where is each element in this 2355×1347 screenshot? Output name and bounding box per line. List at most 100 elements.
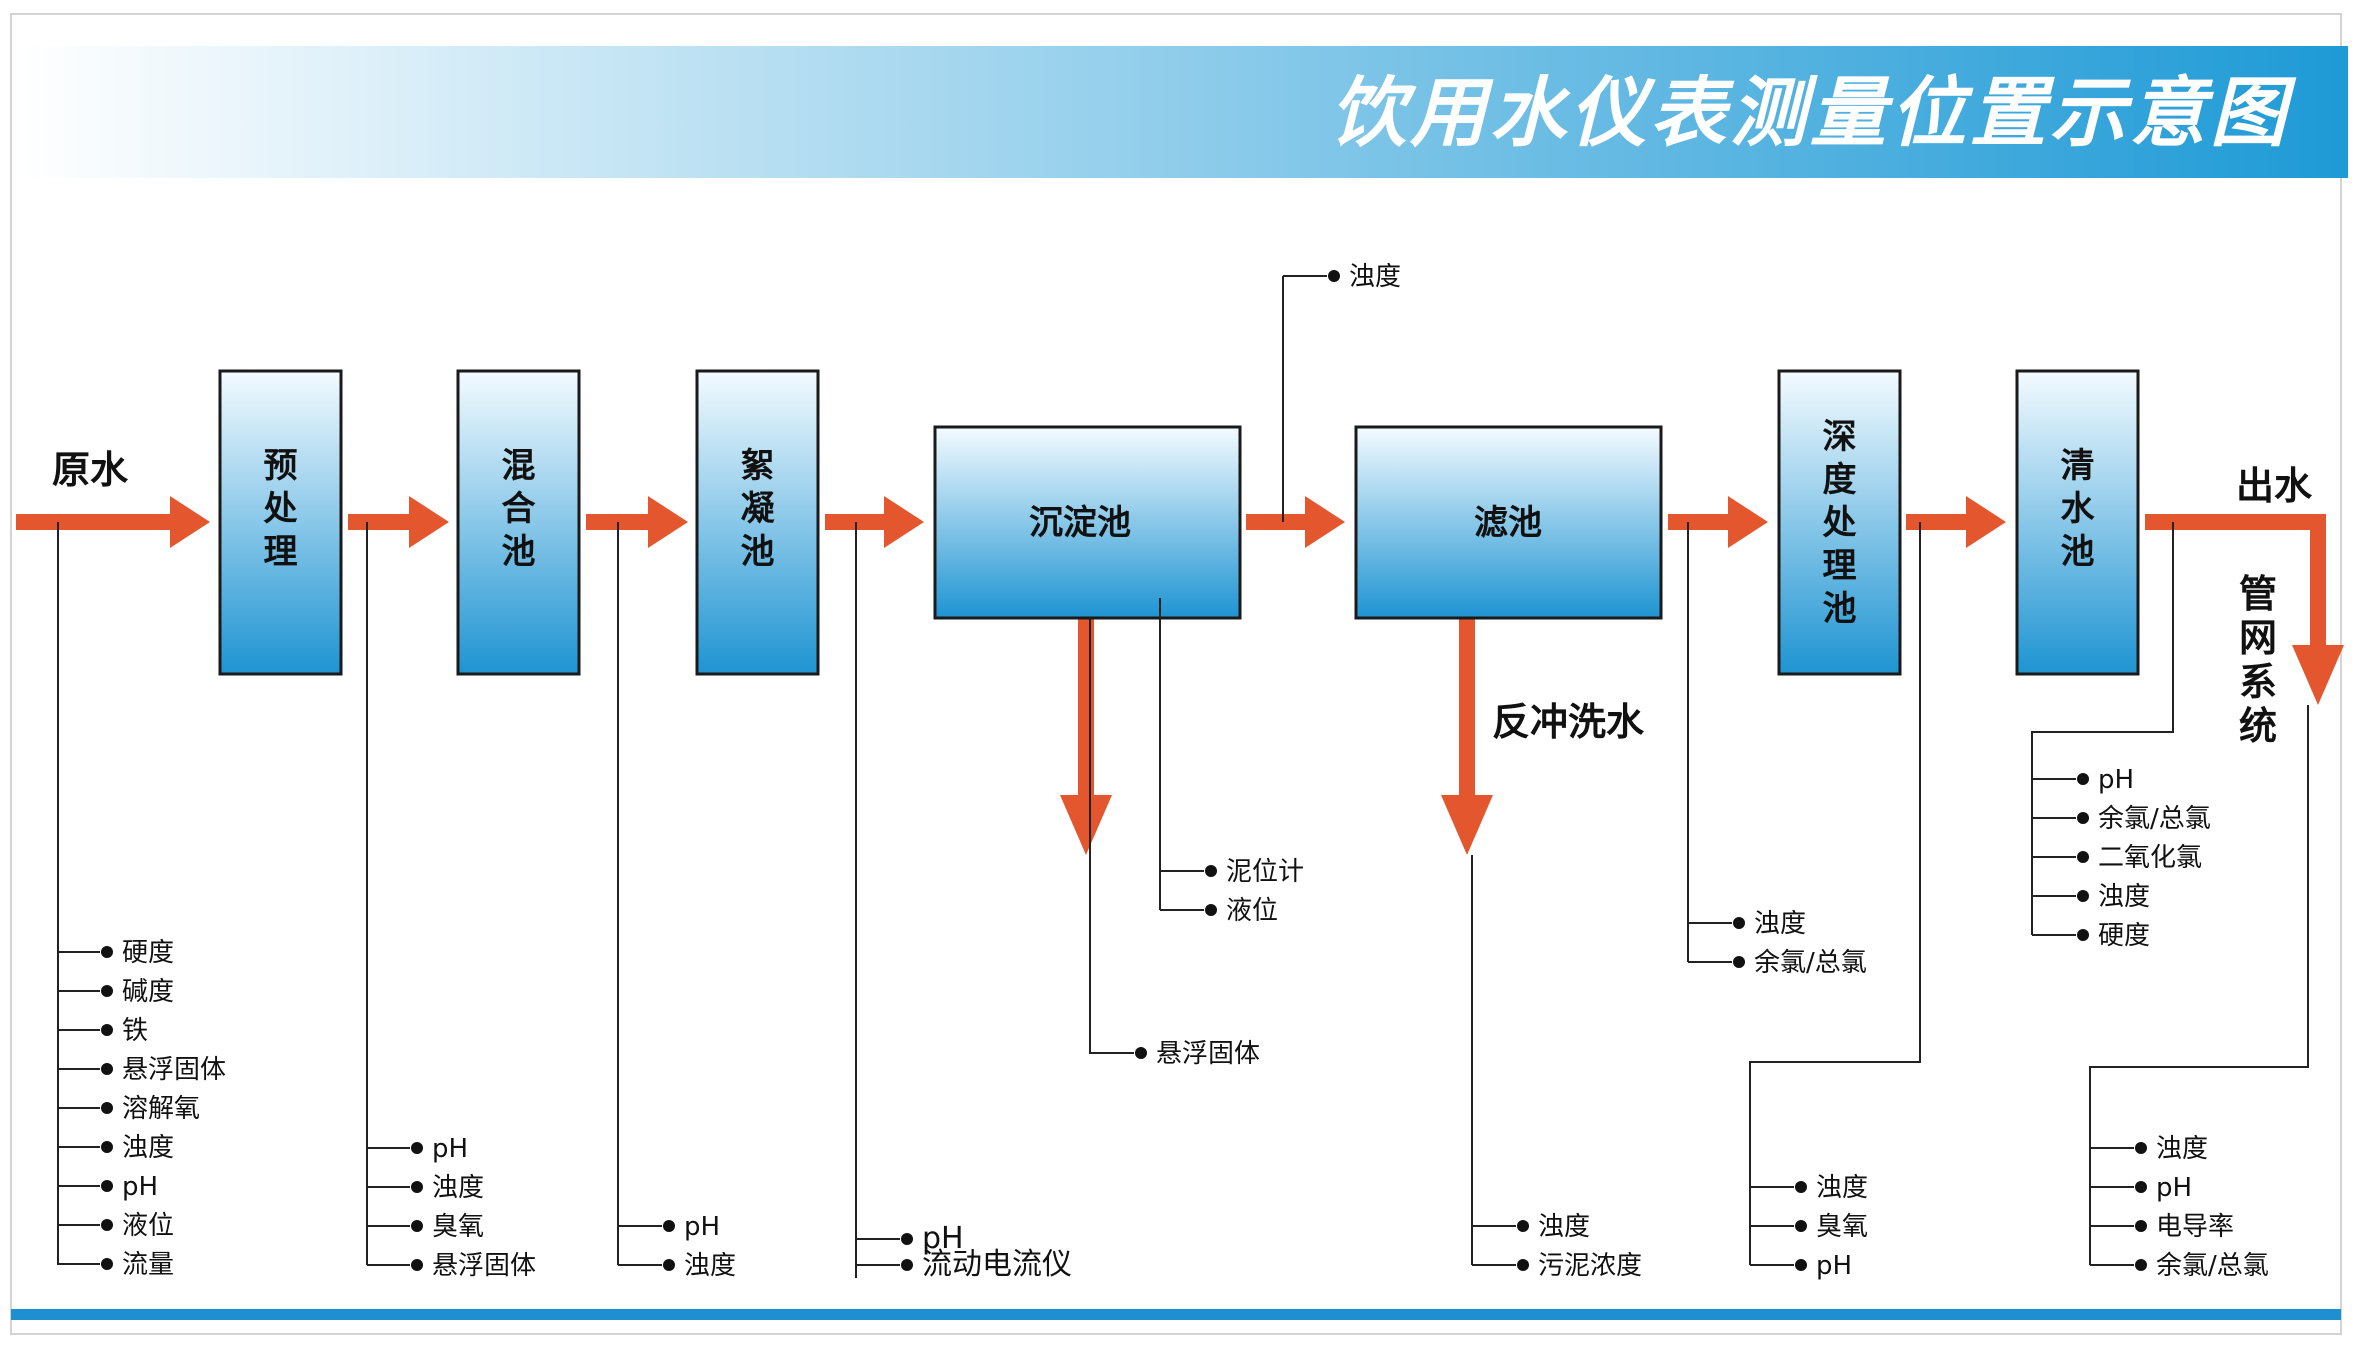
instrument-label: 溶解氧 (122, 1094, 200, 1124)
unit-box-filter[interactable] (1354, 425, 1663, 620)
unit-box-flocculation[interactable] (695, 369, 820, 676)
flow-segment-outlet (2145, 514, 2326, 650)
bullet-dot (2077, 812, 2089, 824)
bullet-dot (2135, 1142, 2147, 1154)
instrument-label: 流量 (122, 1250, 174, 1280)
instrument-label: 浊度 (2098, 882, 2150, 912)
instrument-label: pH (1816, 1251, 1852, 1281)
unit-label-sedimentation: 沉淀池 (1029, 503, 1131, 543)
main-flow (16, 496, 2344, 855)
instrument-label: 悬浮固体 (1156, 1039, 1260, 1069)
instrument-label: 余氯/总氯 (1754, 948, 1867, 978)
flow-arrowhead (1966, 496, 2006, 548)
instrument-label: pH (922, 1221, 964, 1256)
header-band (18, 46, 2348, 178)
bullet-dot (1328, 270, 1340, 282)
bullet-dot (101, 1219, 113, 1231)
unit-label-advanced: 深度处理池 (1822, 417, 1857, 629)
instrument-label: 浊度 (1349, 262, 1401, 292)
unit-box-sedimentation[interactable] (933, 425, 1242, 620)
outlet-water-label: 出水 (2236, 464, 2313, 508)
bullet-dot (1517, 1220, 1529, 1232)
bullet-dot (1205, 865, 1217, 877)
flow-arrowhead (648, 496, 688, 548)
bullet-dot (411, 1220, 423, 1232)
unit-label-pretreatment: 预处理 (263, 446, 298, 572)
instrument-label: 臭氧 (1816, 1212, 1868, 1242)
flow-arrowhead (884, 496, 924, 548)
bottom-bar (11, 1309, 2341, 1320)
bullet-dot (663, 1259, 675, 1271)
flow-arrowhead (170, 496, 210, 548)
flow-arrowhead (2292, 645, 2344, 705)
bullet-dot (411, 1181, 423, 1193)
unit-label-mixing: 混合池 (502, 446, 536, 572)
instrument-label: 余氯/总氯 (2156, 1251, 2269, 1281)
bullet-dot (101, 985, 113, 997)
connector-line (2089, 705, 2309, 1265)
flow-arrowhead (1305, 496, 1345, 548)
instrument-label: pH (2098, 765, 2134, 795)
connector-line (2031, 522, 2174, 935)
flow-arrowhead (1728, 496, 1768, 548)
pipe-network-label: 管网系统 (2239, 572, 2277, 748)
instrument-label: 泥位计 (1226, 857, 1304, 887)
bullet-dot (411, 1259, 423, 1271)
bullet-dot (1517, 1259, 1529, 1271)
instrument-label: 铁 (122, 1016, 148, 1046)
bullet-dot (101, 1141, 113, 1153)
instrument-label: 浊度 (2156, 1134, 2208, 1164)
raw-water-label: 原水 (52, 448, 129, 492)
instrument-label: 液位 (1226, 896, 1278, 926)
backwash-label: 反冲洗水 (1492, 700, 1645, 744)
bullet-dot (2077, 773, 2089, 785)
unit-label-filter: 滤池 (1474, 503, 1542, 543)
unit-label-clearwell: 清水池 (2061, 446, 2096, 572)
instrument-group-sedi-sludge: 悬浮固体 (1089, 618, 1260, 1069)
bullet-dot (1795, 1181, 1807, 1193)
instrument-label: 二氧化氯 (2098, 843, 2202, 873)
unit-box-clearwell[interactable] (2015, 369, 2140, 676)
bullet-dot (101, 946, 113, 958)
instrument-groups: 硬度碱度铁悬浮固体溶解氧浊度pH液位流量pH浊度臭氧悬浮固体pH浊度pH流动电流… (57, 262, 2309, 1282)
page-title: 饮用水仪表测量位置示意图 (1330, 68, 2297, 157)
instrument-label: 硬度 (122, 938, 174, 968)
process-units: 预处理 混合池 絮凝池 沉淀池 滤池 深度处理池 清水池 (218, 369, 2140, 676)
instrument-label: 臭氧 (432, 1212, 484, 1242)
bullet-dot (101, 1102, 113, 1114)
flow-arrowhead (409, 496, 449, 548)
bullet-dot (2135, 1220, 2147, 1232)
instrument-label: 碱度 (122, 977, 174, 1007)
unit-box-advanced[interactable] (1777, 369, 1902, 676)
bullet-dot (901, 1233, 913, 1245)
instrument-label: pH (122, 1172, 158, 1202)
instrument-label: pH (2156, 1173, 2192, 1203)
unit-box-mixing[interactable] (456, 369, 581, 676)
instrument-label: 电导率 (2156, 1212, 2234, 1242)
instrument-label: 悬浮固体 (122, 1055, 226, 1085)
instrument-label: pH (432, 1134, 468, 1164)
instrument-label: 污泥浓度 (1538, 1251, 1642, 1281)
bullet-dot (1205, 904, 1217, 916)
bullet-dot (411, 1142, 423, 1154)
instrument-group-filter-top: 浊度 (1282, 262, 1401, 522)
instrument-label: 流动电流仪 (922, 1247, 1072, 1282)
unit-box-pretreatment[interactable] (218, 369, 343, 676)
bullet-dot (2077, 851, 2089, 863)
instrument-label: 浊度 (684, 1251, 736, 1281)
bullet-dot (2135, 1259, 2147, 1271)
instrument-label: 液位 (122, 1211, 174, 1241)
bullet-dot (2077, 890, 2089, 902)
bullet-dot (101, 1258, 113, 1270)
